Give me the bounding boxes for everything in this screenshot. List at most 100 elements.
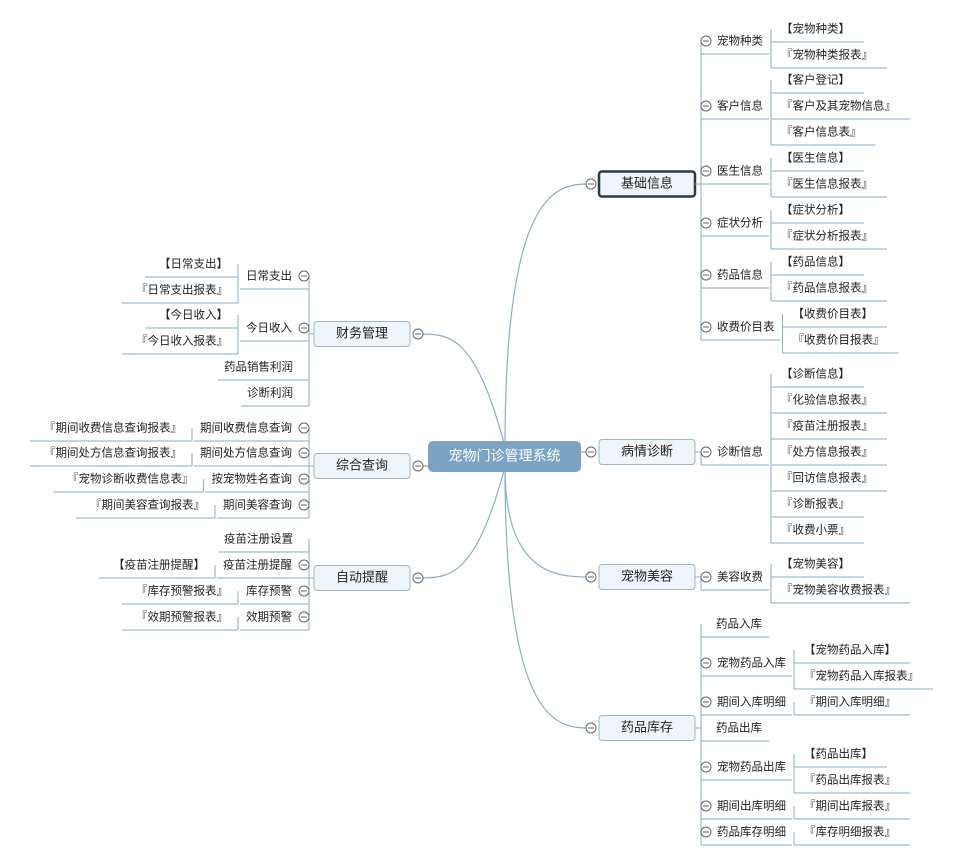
branch-toggle[interactable]: [412, 460, 424, 472]
leaf-label[interactable]: 『库存预警报表』: [136, 584, 228, 598]
branch-connector: [417, 333, 506, 448]
branch-label: 药品库存: [621, 720, 673, 736]
child-toggle[interactable]: [700, 800, 712, 812]
branch-toggle[interactable]: [585, 571, 597, 583]
branch-node[interactable]: 病情诊断: [598, 439, 696, 465]
child-label: 期间收费信息查询: [200, 421, 292, 435]
leaf-label[interactable]: 【今日收入】: [159, 308, 228, 322]
leaf-label[interactable]: 『期间收费信息查询报表』: [44, 421, 182, 435]
branch-node[interactable]: 基础信息: [597, 170, 697, 198]
root-label: 宠物门诊管理系统: [449, 449, 561, 465]
branch-toggle[interactable]: [585, 722, 597, 734]
branch-label: 财务管理: [336, 326, 388, 342]
leaf-label[interactable]: 【宠物种类】: [781, 22, 850, 36]
leaf-label[interactable]: 『药品出库报表』: [804, 773, 896, 787]
child-toggle[interactable]: [700, 826, 712, 838]
leaf-label[interactable]: 『期间处方信息查询报表』: [44, 446, 182, 460]
leaf-label[interactable]: 『客户及其宠物信息』: [781, 99, 896, 113]
branch-node[interactable]: 宠物美容: [598, 564, 696, 590]
child-toggle[interactable]: [700, 446, 712, 458]
leaf-label[interactable]: 【药品信息】: [781, 255, 850, 269]
leaf-label[interactable]: 『宠物种类报表』: [781, 48, 873, 62]
leaf-label[interactable]: 【宠物美容】: [781, 557, 850, 571]
leaf-label[interactable]: 『效期预警报表』: [136, 610, 228, 624]
child-toggle[interactable]: [700, 35, 712, 47]
branch-toggle[interactable]: [412, 572, 424, 584]
leaf-label[interactable]: 『期间入库明细』: [804, 695, 896, 709]
child-toggle[interactable]: [298, 447, 310, 459]
leaf-label[interactable]: 【疫苗注册提醒】: [113, 558, 205, 572]
leaf-label[interactable]: 『期间美容查询报表』: [90, 498, 205, 512]
leaf-label[interactable]: 『收费小票』: [781, 523, 850, 537]
branch-label: 自动提醒: [336, 570, 388, 586]
child-label: 药品信息: [717, 268, 763, 282]
leaf-label[interactable]: 『库存明细报表』: [804, 825, 896, 839]
leaf-label[interactable]: 【客户登记】: [781, 73, 850, 87]
leaf-label[interactable]: 『收费价目报表』: [793, 333, 885, 347]
branch-label: 综合查询: [336, 459, 388, 474]
leaf-label[interactable]: 『宠物美容收费报表』: [781, 583, 896, 597]
child-label: 疫苗注册设置: [224, 532, 293, 546]
branch-toggle[interactable]: [412, 328, 424, 340]
leaf-label[interactable]: 【诊断信息】: [781, 367, 850, 381]
child-toggle[interactable]: [298, 322, 310, 334]
child-label: 宠物药品入库: [717, 656, 786, 670]
child-toggle[interactable]: [298, 559, 310, 571]
child-toggle[interactable]: [700, 217, 712, 229]
leaf-label[interactable]: 『药品信息报表』: [781, 281, 873, 295]
child-label: 药品销售利润: [224, 360, 293, 374]
child-toggle[interactable]: [298, 473, 310, 485]
child-label: 疫苗注册提醒: [223, 558, 292, 572]
child-toggle[interactable]: [700, 165, 712, 177]
child-toggle[interactable]: [700, 657, 712, 669]
child-label: 效期预警: [246, 610, 292, 624]
leaf-label[interactable]: 『化验信息报表』: [781, 393, 873, 407]
child-toggle[interactable]: [298, 422, 310, 434]
leaf-label[interactable]: 【医生信息】: [781, 151, 850, 165]
leaf-label[interactable]: 『宠物诊断收费信息表』: [67, 472, 194, 486]
leaf-label[interactable]: 『日常支出报表』: [136, 283, 228, 297]
leaf-label[interactable]: 【收费价目表】: [793, 307, 874, 321]
leaf-label[interactable]: 【症状分析】: [781, 203, 850, 217]
leaf-label[interactable]: 『回访信息报表』: [781, 471, 873, 485]
branch-connector: [417, 466, 506, 579]
leaf-label[interactable]: 『疫苗注册报表』: [781, 419, 873, 433]
child-toggle[interactable]: [298, 270, 310, 282]
leaf-label[interactable]: 『症状分析报表』: [781, 229, 873, 243]
child-label: 药品库存明细: [717, 825, 786, 839]
leaf-label[interactable]: 『今日收入报表』: [136, 334, 228, 348]
child-toggle[interactable]: [298, 585, 310, 597]
leaf-label[interactable]: 【宠物药品入库】: [804, 643, 896, 657]
child-toggle[interactable]: [298, 499, 310, 511]
leaf-label[interactable]: 『宠物药品入库报表』: [804, 669, 919, 683]
leaf-label[interactable]: 『期间出库报表』: [804, 799, 896, 813]
child-label: 客户信息: [717, 99, 763, 113]
leaf-label[interactable]: 『客户信息表』: [781, 125, 862, 139]
child-toggle[interactable]: [700, 321, 712, 333]
branch-node[interactable]: 综合查询: [313, 453, 411, 479]
branch-toggle[interactable]: [585, 178, 597, 190]
branch-node[interactable]: 药品库存: [598, 715, 696, 741]
child-label: 收费价目表: [717, 320, 775, 334]
leaf-label[interactable]: 『诊断报表』: [781, 497, 850, 511]
child-toggle[interactable]: [700, 269, 712, 281]
child-label: 药品入库: [716, 617, 762, 631]
child-toggle[interactable]: [700, 100, 712, 112]
leaf-label[interactable]: 【日常支出】: [159, 257, 228, 271]
root-node[interactable]: 宠物门诊管理系统: [428, 441, 581, 472]
leaf-label[interactable]: 【药品出库】: [804, 747, 873, 761]
leaf-label[interactable]: 『处方信息报表』: [781, 445, 873, 459]
child-toggle[interactable]: [700, 761, 712, 773]
child-toggle[interactable]: [298, 611, 310, 623]
branch-node[interactable]: 财务管理: [313, 321, 411, 347]
child-label: 药品出库: [716, 721, 762, 735]
branch-label: 病情诊断: [621, 445, 673, 460]
branch-toggle[interactable]: [585, 446, 597, 458]
branch-node[interactable]: 自动提醒: [313, 565, 411, 591]
leaf-label[interactable]: 『医生信息报表』: [781, 177, 873, 191]
child-label: 诊断信息: [717, 445, 763, 459]
branch-label: 基础信息: [621, 176, 673, 192]
child-toggle[interactable]: [700, 571, 712, 583]
child-toggle[interactable]: [700, 696, 712, 708]
